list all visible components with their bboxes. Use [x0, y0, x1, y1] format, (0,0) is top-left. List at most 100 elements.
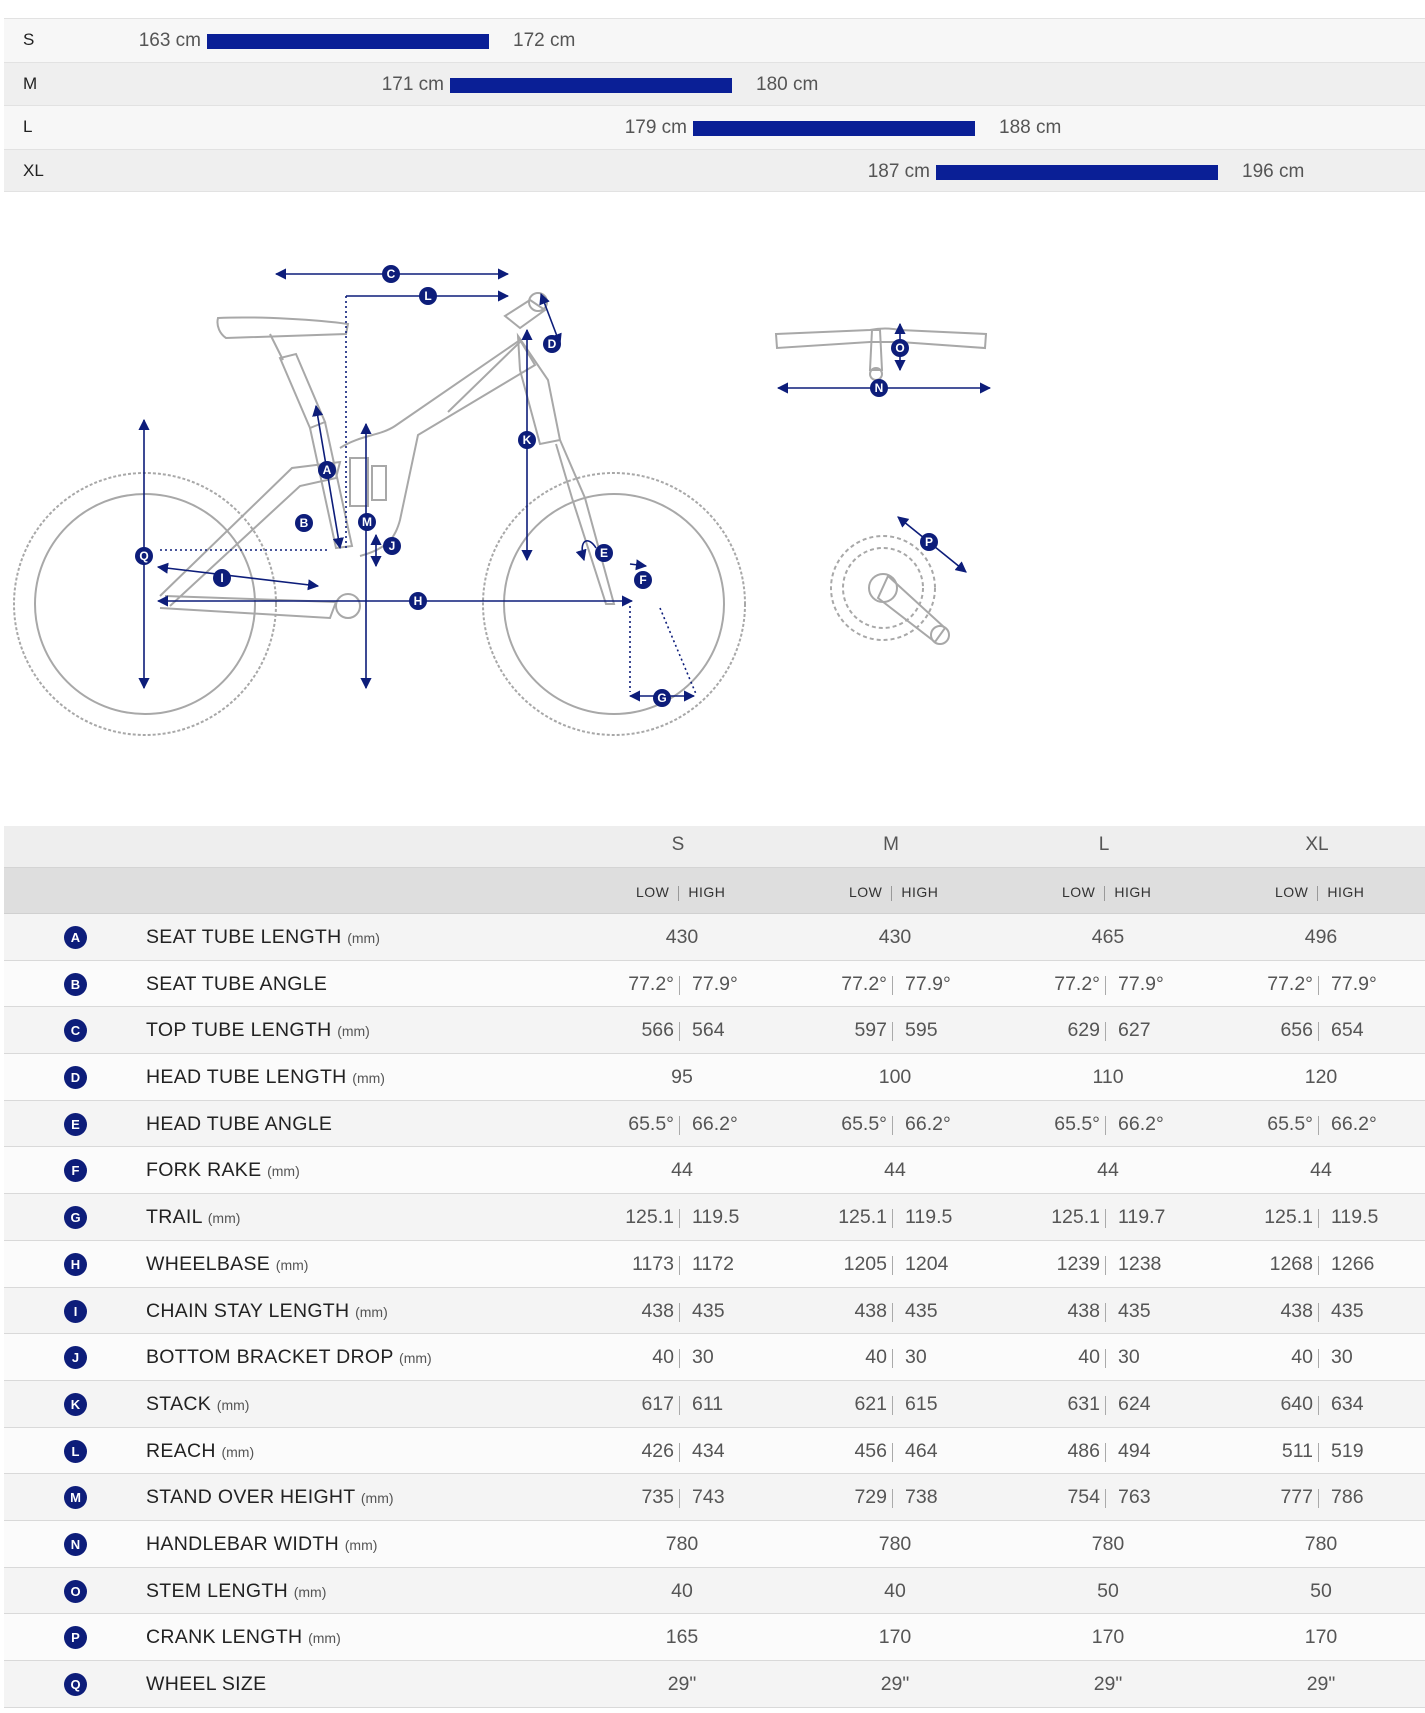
- column-header-m: M: [883, 834, 899, 855]
- rear-tyre: [13, 472, 277, 736]
- measurement-unit: (mm): [347, 930, 380, 946]
- row-marker-badge: J: [64, 1346, 87, 1370]
- value: 430: [878, 926, 912, 948]
- value-cell-l: 29": [1008, 1673, 1208, 1696]
- high-value: 119.7: [1118, 1206, 1166, 1229]
- row-label: BOTTOM BRACKET DROP (mm): [146, 1346, 432, 1369]
- value: 44: [1097, 1159, 1119, 1182]
- value-divider: [679, 975, 680, 995]
- value-cell-m: 29": [795, 1673, 995, 1696]
- svg-text:B: B: [300, 516, 309, 530]
- value-divider: [1105, 1022, 1106, 1042]
- range-bar: [450, 77, 732, 93]
- high-value: 119.5: [692, 1206, 740, 1229]
- measurement-name: CRANK LENGTH: [146, 1626, 303, 1649]
- high-value: 627: [1118, 1019, 1151, 1042]
- value-divider: [1105, 1209, 1106, 1229]
- low-value: 511: [1281, 1439, 1313, 1462]
- value-divider: [1318, 1442, 1319, 1462]
- low-value: 631: [1067, 1392, 1100, 1415]
- value-divider: [892, 1255, 893, 1275]
- low-value: 65.5°: [1267, 1112, 1313, 1135]
- marker-h: H: [409, 592, 427, 610]
- diagram-markers: C L D K A M B J Q I H E F G O N P: [135, 265, 938, 707]
- value-divider: [892, 1022, 893, 1042]
- value: 120: [1304, 1066, 1338, 1089]
- value-divider: [1105, 1349, 1106, 1369]
- value-cell-s: 95: [582, 1066, 782, 1089]
- value-cell-s: 165: [582, 1626, 782, 1649]
- high-value: 30: [1331, 1346, 1353, 1369]
- high-value: 30: [692, 1346, 714, 1369]
- high-value: 763: [1118, 1486, 1151, 1509]
- marker-g: G: [653, 689, 671, 707]
- measurement-unit: (mm): [207, 1210, 241, 1227]
- size-range-row-xl: XL 187 cm 196 cm: [4, 148, 1425, 192]
- row-label: TRAIL (mm): [146, 1206, 240, 1229]
- marker-p: P: [920, 533, 938, 551]
- high-value: 743: [692, 1486, 725, 1509]
- svg-text:K: K: [523, 433, 532, 447]
- size-label: XL: [23, 160, 44, 180]
- value: 110: [1092, 1066, 1124, 1089]
- value-divider: [679, 1115, 680, 1135]
- value-divider: [892, 1489, 893, 1509]
- value: 170: [1091, 1626, 1125, 1649]
- measurement-unit: (mm): [360, 1490, 394, 1507]
- value-cell-l: 50: [1008, 1580, 1208, 1603]
- range-max: 196 cm: [1242, 160, 1305, 182]
- svg-text:M: M: [362, 515, 372, 529]
- value-cell-s: 430: [582, 926, 782, 949]
- row-label: SEAT TUBE LENGTH (mm): [146, 926, 380, 949]
- row-marker-badge: E: [64, 1112, 87, 1136]
- value: 780: [1091, 1532, 1125, 1555]
- bottom-bracket: [335, 593, 361, 619]
- low-label: LOW: [636, 884, 670, 900]
- value-cell-s: 780: [582, 1533, 782, 1556]
- low-value: 438: [1280, 1299, 1313, 1322]
- low-value: 621: [854, 1392, 887, 1415]
- measurement-unit: (mm): [352, 1070, 385, 1087]
- measurement-unit: (mm): [293, 1583, 327, 1600]
- value-divider: [892, 1115, 893, 1135]
- low-value: 77.2°: [841, 972, 887, 995]
- row-marker-badge: G: [64, 1206, 87, 1230]
- row-marker-badge: F: [64, 1159, 87, 1183]
- low-value: 597: [854, 1019, 887, 1042]
- column-header-l: L: [1098, 834, 1110, 855]
- top-tube-edge: [447, 341, 521, 413]
- range-min: 179 cm: [624, 117, 687, 138]
- value-divider: [892, 975, 893, 995]
- value-cell-l: 465: [1008, 926, 1208, 949]
- range-max: 172 cm: [513, 30, 576, 51]
- value-cell-xl: 120: [1221, 1066, 1421, 1089]
- high-value: 435: [692, 1299, 725, 1322]
- low-value: 65.5°: [841, 1112, 887, 1135]
- high-value: 30: [905, 1346, 927, 1369]
- high-value: 435: [1118, 1299, 1151, 1322]
- low-value: 1173: [632, 1252, 674, 1275]
- high-value: 611: [692, 1392, 724, 1415]
- row-marker-badge: C: [64, 1019, 87, 1043]
- geometry-diagram: C L D K A M B J Q I H E F G O N P: [0, 230, 1425, 770]
- value: 44: [671, 1159, 693, 1182]
- measurement-unit: (mm): [399, 1350, 432, 1367]
- saddle-rail: [269, 333, 284, 361]
- value: 496: [1304, 926, 1338, 948]
- value-divider: [1318, 1395, 1319, 1415]
- size-label: M: [23, 73, 38, 93]
- marker-b: B: [295, 514, 313, 532]
- measurement-name: CHAIN STAY LENGTH: [146, 1299, 350, 1322]
- high-label: HIGH: [901, 884, 939, 900]
- value-divider: [1105, 1302, 1106, 1322]
- size-range-row-m: M 171 cm 180 cm: [4, 61, 1425, 105]
- shock-reservoir: [371, 465, 387, 501]
- value-cell-s: 40: [582, 1580, 782, 1603]
- value: 170: [878, 1626, 912, 1649]
- value: 44: [1310, 1159, 1332, 1182]
